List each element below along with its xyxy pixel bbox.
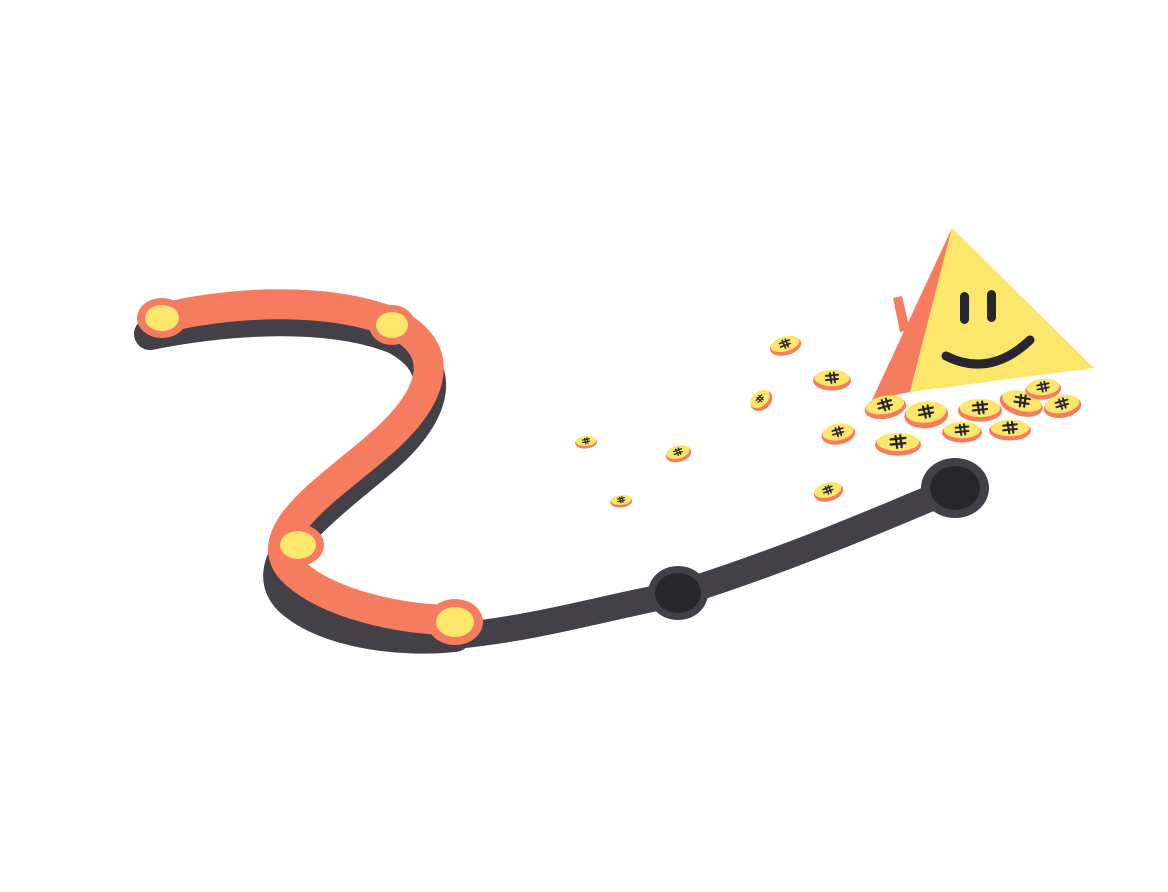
coin-cluster — [575, 335, 856, 508]
coin-icon — [875, 432, 921, 456]
coin-icon — [1043, 394, 1082, 419]
coin-icon — [942, 421, 982, 443]
coin-icon — [904, 401, 949, 429]
coin-icon — [769, 335, 802, 356]
coin-icon — [1025, 378, 1062, 400]
mascot-left-eye-icon — [960, 292, 969, 324]
milestone-3 — [272, 524, 324, 566]
coin-icon — [750, 389, 773, 412]
coin-icon — [989, 419, 1031, 441]
milestone-1 — [137, 298, 187, 338]
coin-icon — [821, 423, 856, 445]
milestone-6 — [921, 458, 989, 518]
coin-icon — [958, 398, 1002, 422]
path-completed — [147, 289, 470, 635]
milestone-4 — [427, 599, 483, 645]
milestone-2 — [369, 305, 415, 345]
milestone-5 — [648, 566, 708, 620]
coin-icon — [575, 436, 598, 449]
coin-icon — [665, 444, 692, 463]
mascot-right-eye-icon — [987, 290, 996, 322]
coin-icon — [610, 495, 633, 508]
coin-icon — [813, 369, 851, 391]
coin-icon — [813, 482, 844, 502]
coin-pile — [864, 378, 1082, 456]
smiling-pyramid-icon — [872, 228, 1094, 400]
mascot-smile-icon — [941, 335, 1035, 369]
coin-icon — [864, 395, 907, 420]
path-remaining — [442, 475, 968, 649]
